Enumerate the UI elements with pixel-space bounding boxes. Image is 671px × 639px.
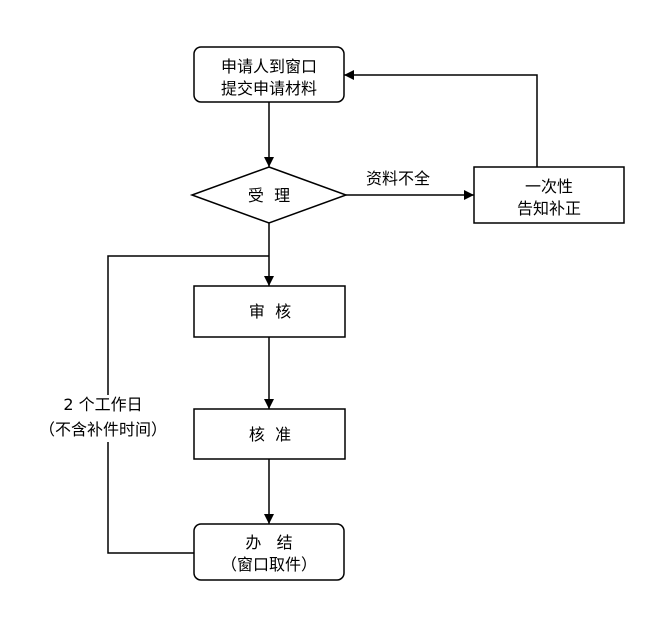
correction-notice-node: 一次性 告知补正: [473, 166, 625, 224]
time-limit-line2: （不含补件时间）: [39, 420, 167, 439]
complete-node: 办 结 （窗口取件）: [193, 523, 345, 581]
review-node: 审 核: [193, 285, 346, 338]
review-label: 审 核: [249, 302, 291, 321]
complete-line2: （窗口取件）: [221, 555, 317, 574]
approve-box: [193, 408, 346, 460]
time-limit-line1: 2 个工作日: [63, 395, 142, 414]
arrow-correction-to-submit: [344, 70, 538, 167]
accept-decision-node: 受 理: [189, 166, 349, 224]
time-bracket-top: [107, 255, 269, 395]
accept-label: 受 理: [248, 186, 290, 205]
incomplete-materials-label: 资料不全: [366, 169, 430, 188]
submit-application-node: 申请人到窗口 提交申请材料: [193, 46, 345, 103]
approve-node: 核 准: [193, 408, 346, 460]
time-bracket-bottom: [107, 442, 194, 554]
correction-notice-box: [473, 166, 625, 224]
approve-label: 核 准: [249, 425, 291, 444]
complete-line1: 办 结: [245, 533, 292, 552]
correction-notice-line1: 一次性: [525, 177, 573, 196]
correction-notice-line2: 告知补正: [517, 199, 581, 218]
submit-application-line2: 提交申请材料: [221, 79, 317, 98]
submit-application-line1: 申请人到窗口: [221, 57, 317, 76]
